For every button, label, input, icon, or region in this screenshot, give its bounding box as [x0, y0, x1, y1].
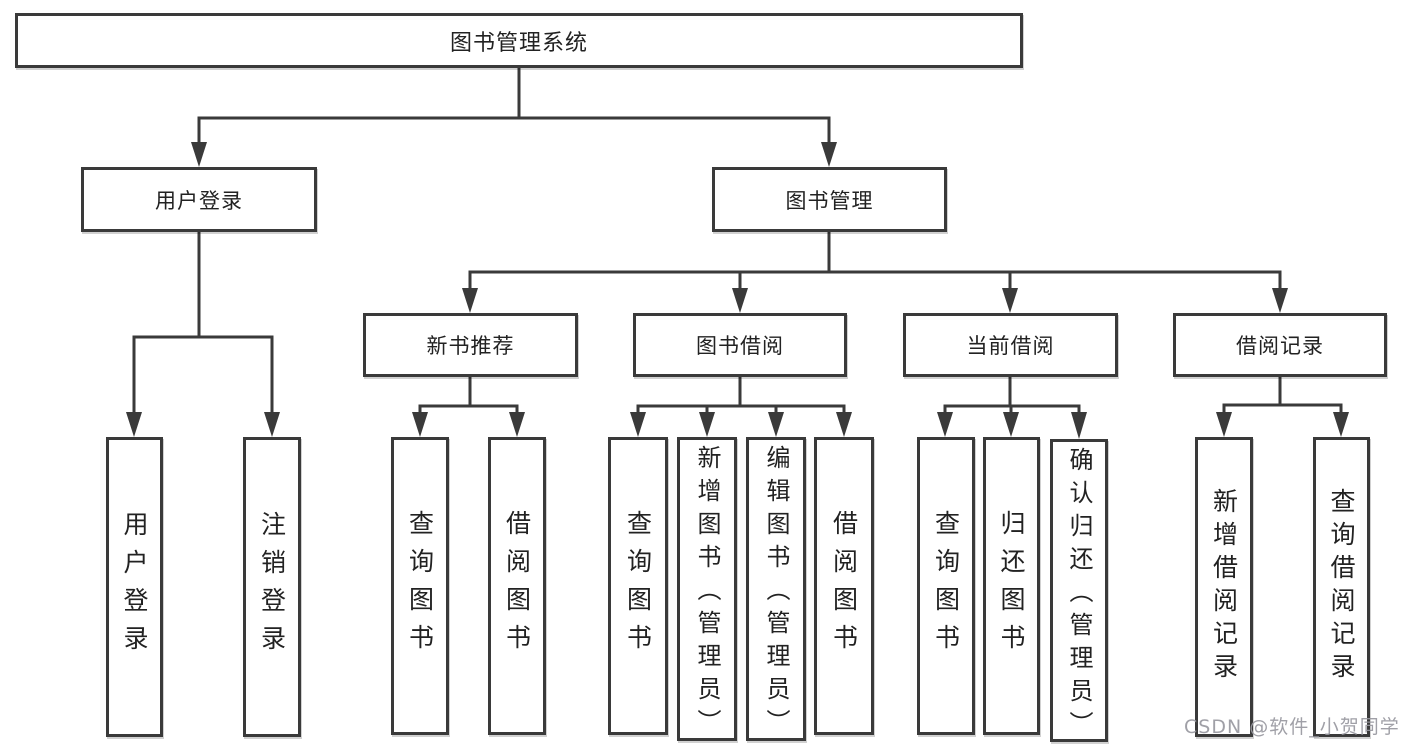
arrowheads [126, 142, 1349, 439]
node-borrowing-records-label: 借阅记录 [1236, 334, 1324, 358]
node-new-book-recommend: 新书推荐 [363, 313, 578, 377]
node-cb-confirm-return-admin: 确认归还（管理员） [1050, 439, 1108, 744]
node-bb-borrow-books: 借阅图书 [814, 437, 874, 735]
node-cb-confirm-return-admin-label: 确认归还（管理员） [1065, 447, 1093, 744]
node-rec-query-record: 查询借阅记录 [1313, 437, 1370, 737]
node-book-management-label: 图书管理 [785, 188, 874, 213]
node-nb-borrow-books-label: 借阅图书 [502, 510, 532, 662]
node-logout-label: 注销登录 [257, 511, 287, 663]
node-user-login: 用户登录 [106, 437, 163, 737]
tree-edges [132, 66, 1343, 416]
node-user-login-group: 用户登录 [81, 167, 317, 232]
node-cb-return-books-label: 归还图书 [997, 510, 1026, 662]
node-rec-add-record: 新增借阅记录 [1195, 437, 1253, 737]
node-rec-add-record-label: 新增借阅记录 [1209, 488, 1239, 686]
node-current-borrowing-label: 当前借阅 [966, 334, 1055, 358]
node-current-borrowing: 当前借阅 [903, 313, 1118, 377]
node-book-borrowing: 图书借阅 [633, 313, 847, 377]
node-nb-query-books-label: 查询图书 [405, 510, 435, 662]
node-bb-add-books-admin-label: 新增图书（管理员） [693, 445, 721, 742]
node-borrowing-records: 借阅记录 [1173, 313, 1387, 377]
node-bb-query-books-label: 查询图书 [623, 510, 653, 662]
node-book-borrowing-label: 图书借阅 [696, 334, 784, 358]
node-bb-borrow-books-label: 借阅图书 [829, 510, 859, 662]
node-nb-borrow-books: 借阅图书 [488, 437, 546, 735]
node-rec-query-record-label: 查询借阅记录 [1327, 488, 1356, 686]
node-user-login-group-label: 用户登录 [155, 188, 243, 213]
node-bb-query-books: 查询图书 [608, 437, 668, 735]
node-logout: 注销登录 [243, 437, 301, 737]
node-book-management: 图书管理 [712, 167, 947, 232]
node-cb-query-books-label: 查询图书 [931, 510, 961, 662]
node-bb-edit-books-admin-label: 编辑图书（管理员） [762, 445, 790, 742]
node-library-system-label: 图书管理系统 [449, 30, 588, 56]
node-new-book-recommend-label: 新书推荐 [426, 334, 515, 358]
node-library-system: 图书管理系统 [15, 13, 1023, 68]
node-bb-edit-books-admin: 编辑图书（管理员） [746, 437, 806, 742]
node-bb-add-books-admin: 新增图书（管理员） [677, 437, 737, 742]
node-nb-query-books: 查询图书 [391, 437, 449, 735]
node-user-login-label: 用户登录 [120, 511, 149, 663]
node-cb-query-books: 查询图书 [917, 437, 975, 735]
node-cb-return-books: 归还图书 [983, 437, 1040, 735]
